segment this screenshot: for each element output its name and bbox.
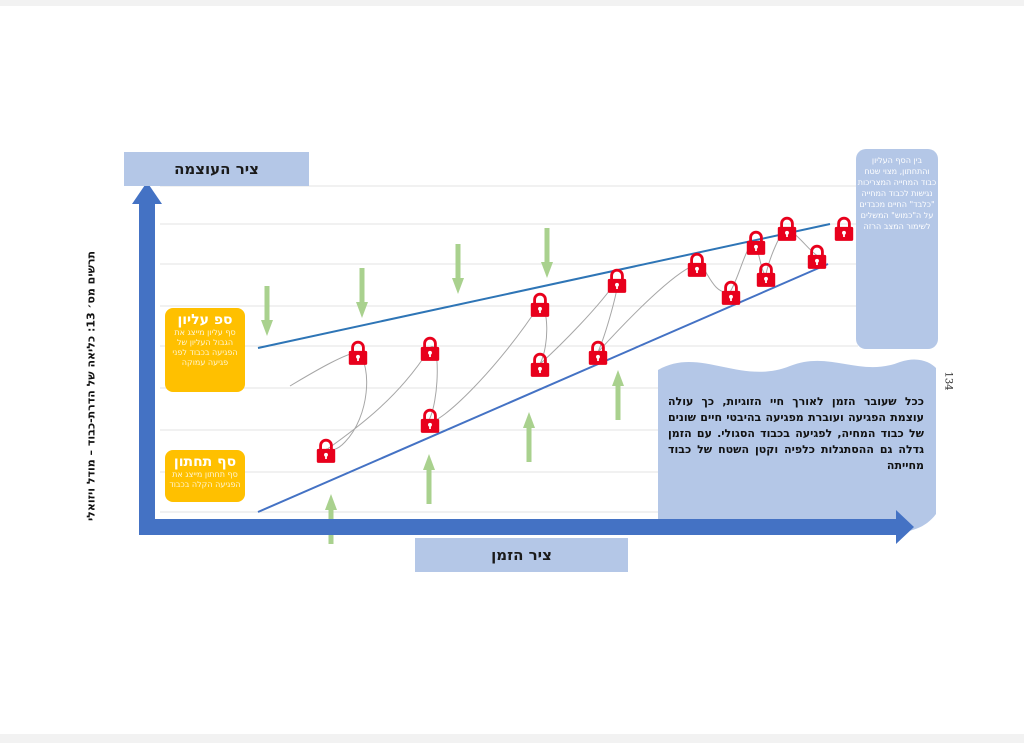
padlock-icon bbox=[806, 244, 828, 270]
padlock-icon bbox=[745, 230, 767, 256]
upper-bound-title: ספ עליון bbox=[177, 312, 233, 328]
upper-bound-subtext: סף עליון מייצג את הגבול העליון של הפגיעה… bbox=[172, 328, 238, 367]
padlock-icon bbox=[606, 268, 628, 294]
padlock-icon bbox=[686, 252, 708, 278]
figure-caption: תרשים מס׳ 13: כליאה של הדרת-כבוד – מודל … bbox=[56, 236, 126, 536]
padlock-icon bbox=[755, 262, 777, 288]
padlock-icon bbox=[529, 292, 551, 318]
x-axis bbox=[139, 519, 899, 535]
padlock-icon bbox=[419, 408, 441, 434]
y-axis-arrowhead bbox=[132, 182, 162, 204]
arrow-down-icon bbox=[356, 268, 368, 318]
gridlines bbox=[160, 185, 858, 513]
padlock-icon bbox=[776, 216, 798, 242]
x-axis-label: ציר הזמן bbox=[415, 538, 628, 572]
arrow-down-icon bbox=[261, 286, 273, 336]
explanation-body-text: ככל שעובר הזמן לאורך חיי הזוגיות, כך עול… bbox=[668, 395, 924, 472]
axes bbox=[132, 182, 914, 544]
y-axis-label: ציר העוצמה bbox=[124, 152, 309, 186]
figure-caption-text: תרשים מס׳ 13: כליאה של הדרת-כבוד – מודל … bbox=[84, 250, 98, 522]
page: ציר העוצמה ציר הזמן ספ עליון סף עליון מי… bbox=[0, 6, 1024, 734]
y-axis bbox=[139, 202, 155, 534]
lower-bound-line bbox=[257, 263, 829, 513]
pressure-arrows bbox=[261, 228, 624, 544]
lower-bound-subtext: סף תחתון מייצג את הפגיעה הקלה בכבוד bbox=[169, 470, 241, 489]
padlock-icon bbox=[419, 336, 441, 362]
lower-bound-title: סף תחתון bbox=[173, 454, 237, 470]
arrow-up-icon bbox=[612, 370, 624, 420]
padlock-icon bbox=[315, 438, 337, 464]
page-number: 134 bbox=[938, 366, 958, 396]
x-axis-arrowhead bbox=[896, 510, 914, 544]
upper-bound-box: ספ עליון סף עליון מייצג את הגבול העליון … bbox=[165, 308, 245, 392]
upper-bound-line bbox=[257, 223, 831, 349]
arrow-down-icon bbox=[541, 228, 553, 278]
padlock-icon bbox=[529, 352, 551, 378]
page-number-text: 134 bbox=[942, 371, 954, 391]
explanation-note: בין הסף העליון והתחתון, מצוי שטח כבוד המ… bbox=[856, 149, 938, 349]
arrow-up-icon bbox=[423, 454, 435, 504]
arrow-up-icon bbox=[523, 412, 535, 462]
diagram bbox=[132, 182, 936, 544]
text-wave-shape bbox=[658, 359, 936, 533]
padlock-icon bbox=[720, 280, 742, 306]
arrow-down-icon bbox=[452, 244, 464, 294]
lower-bound-box: סף תחתון סף תחתון מייצג את הפגיעה הקלה ב… bbox=[165, 450, 245, 502]
padlock-icon bbox=[833, 216, 855, 242]
